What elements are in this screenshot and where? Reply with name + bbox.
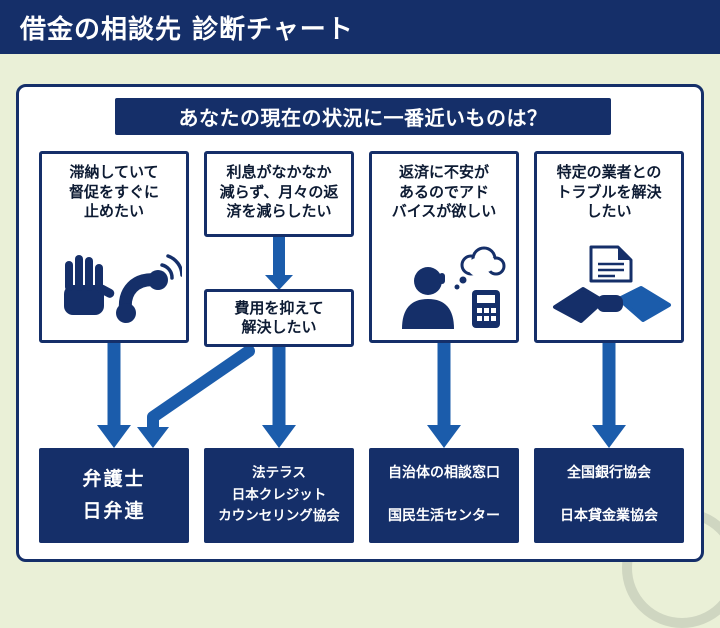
situation-box-business-trouble: 特定の業者との トラブルを解決 したい [534,151,684,343]
question-banner: あなたの現在の状況に一番近いものは？ [115,98,611,135]
result-box-houterasu: 法テラス 日本クレジット カウンセリング協会 [204,448,354,543]
result-box-consumer-center: 自治体の相談窓口 国民生活センター [369,448,519,543]
result-box-bank-association: 全国銀行協会 日本貸金業協会 [534,448,684,543]
flowchart-panel: あなたの現在の状況に一番近いものは？ 滞納していて 督促をすぐに 止めたい [16,84,704,562]
situation-box-stop-collection: 滞納していて 督促をすぐに 止めたい [39,151,189,343]
handshake-document-icon [547,243,677,335]
page-header: 借金の相談先 診断チャート [0,0,720,54]
sub-condition-box-low-cost: 費用を抑えて 解決したい [204,289,354,347]
situation-box-want-advice: 返済に不安が あるのでアド バイスが欲しい [369,151,519,343]
flow-arrows [97,235,626,448]
advisor-icon [382,243,512,335]
page-title: 借金の相談先 診断チャート [20,14,354,45]
sub-condition-text: 費用を抑えて 解決したい [234,298,324,337]
result-box-lawyer: 弁護士 日弁連 [39,448,189,543]
situation-box-reduce-repayment: 利息がなかなか 減らず、月々の返 済を減らしたい [204,151,354,237]
situation-text: 滞納していて 督促をすぐに 止めたい [68,163,159,220]
situation-text: 返済に不安が あるのでアド バイスが欲しい [391,163,497,220]
situation-text: 利息がなかなか 減らず、月々の返 済を減らしたい [219,163,339,220]
situation-text: 特定の業者との トラブルを解決 したい [556,163,662,220]
stop-call-icon [52,249,184,335]
